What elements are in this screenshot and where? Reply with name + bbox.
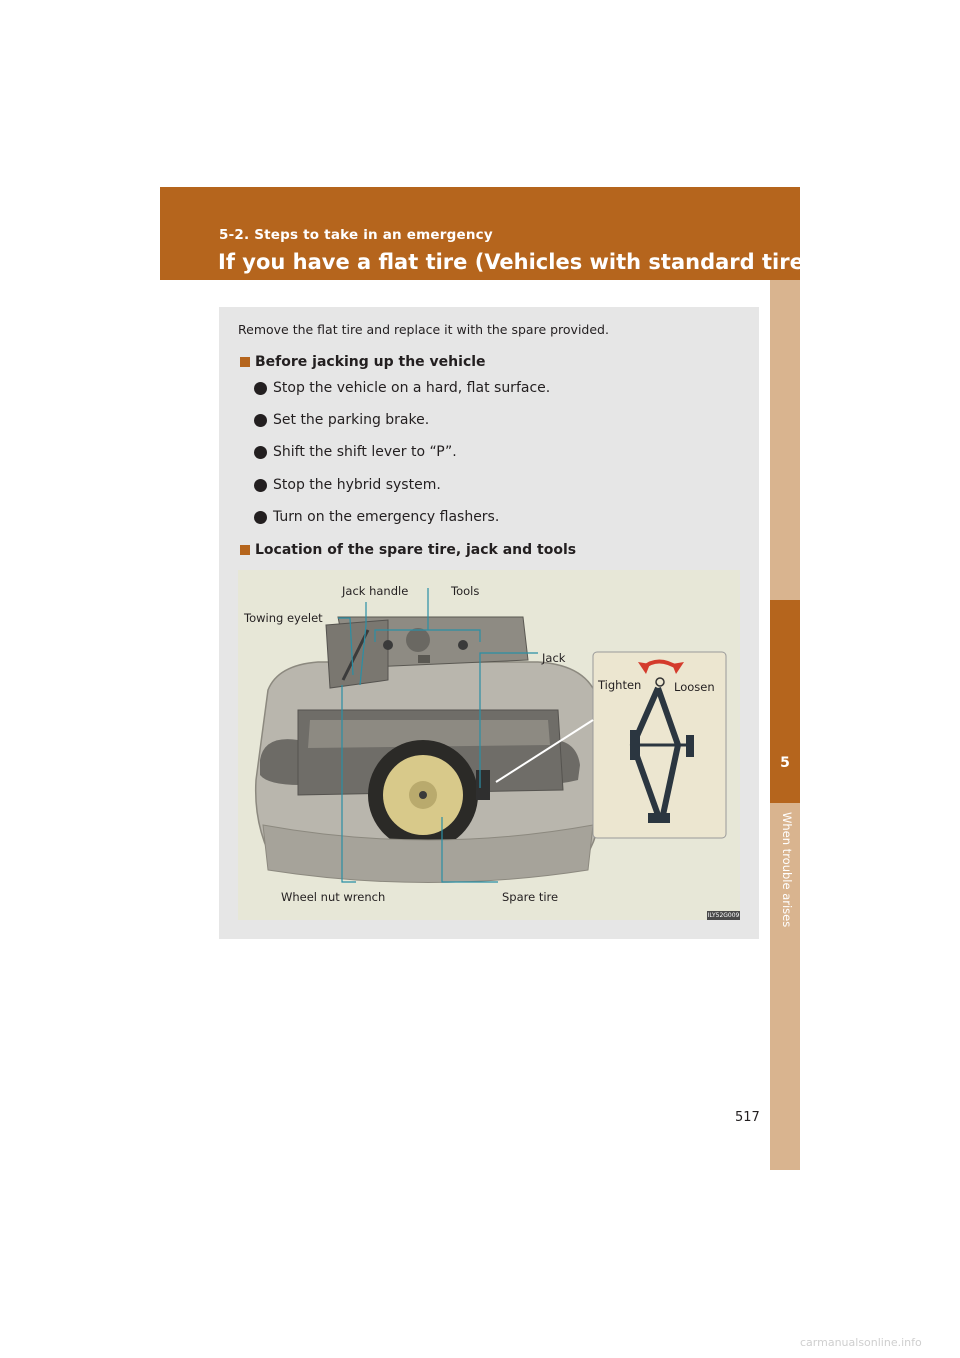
- list-item-text: Turn on the emergency flashers.: [273, 509, 500, 525]
- callout-wheel-nut-wrench: Wheel nut wrench: [281, 890, 386, 904]
- side-tab-active: [770, 600, 800, 803]
- bullet-dot-icon: [254, 510, 267, 524]
- bullet-dot-icon: [254, 478, 267, 492]
- page-number: 517: [735, 1110, 760, 1125]
- section-label: 5-2. Steps to take in an emergency: [219, 227, 493, 243]
- callout-tools: Tools: [451, 584, 480, 598]
- section-heading-before-jacking: Before jacking up the vehicle: [240, 354, 486, 370]
- figure-code: ILY52G009: [707, 911, 740, 920]
- watermark: carmanualsonline.info: [800, 1336, 922, 1349]
- list-item-text: Stop the vehicle on a hard, flat surface…: [273, 380, 551, 396]
- side-tab-top: [770, 280, 800, 600]
- list-item-text: Set the parking brake.: [273, 412, 430, 428]
- list-item-text: Stop the hybrid system.: [273, 477, 441, 493]
- section-heading-text: Before jacking up the vehicle: [255, 354, 486, 370]
- callout-loosen: Loosen: [674, 680, 715, 694]
- square-bullet-icon: [240, 545, 250, 555]
- square-bullet-icon: [240, 357, 250, 367]
- callout-jack: Jack: [542, 651, 566, 665]
- section-heading-text: Location of the spare tire, jack and too…: [255, 542, 577, 558]
- list-item: Set the parking brake.: [254, 412, 429, 428]
- page-title: If you have a flat tire (Vehicles with s…: [218, 250, 826, 274]
- chapter-number: 5: [780, 755, 790, 771]
- intro-text: Remove the flat tire and replace it with…: [238, 322, 609, 337]
- list-item-text: Shift the shift lever to “P”.: [273, 444, 457, 460]
- list-item: Stop the hybrid system.: [254, 477, 441, 493]
- callout-spare-tire: Spare tire: [502, 890, 559, 904]
- header-band: [160, 187, 800, 280]
- bullet-dot-icon: [254, 445, 267, 459]
- list-item: Shift the shift lever to “P”.: [254, 444, 457, 460]
- chapter-name: When trouble arises: [780, 812, 794, 928]
- list-item: Turn on the emergency flashers.: [254, 509, 499, 525]
- callout-towing-eyelet: Towing eyelet: [244, 611, 323, 625]
- bullet-dot-icon: [254, 413, 267, 427]
- list-item: Stop the vehicle on a hard, flat surface…: [254, 380, 550, 396]
- section-heading-location: Location of the spare tire, jack and too…: [240, 542, 576, 558]
- bullet-dot-icon: [254, 381, 267, 395]
- trunk-illustration: Jack handle Tools Towing eyelet Jack Tig…: [238, 570, 740, 920]
- side-tab-bottom: [770, 803, 800, 1170]
- callout-tighten: Tighten: [598, 678, 642, 692]
- callout-jack-handle: Jack handle: [342, 584, 409, 598]
- car-trunk-drawing: [254, 588, 727, 883]
